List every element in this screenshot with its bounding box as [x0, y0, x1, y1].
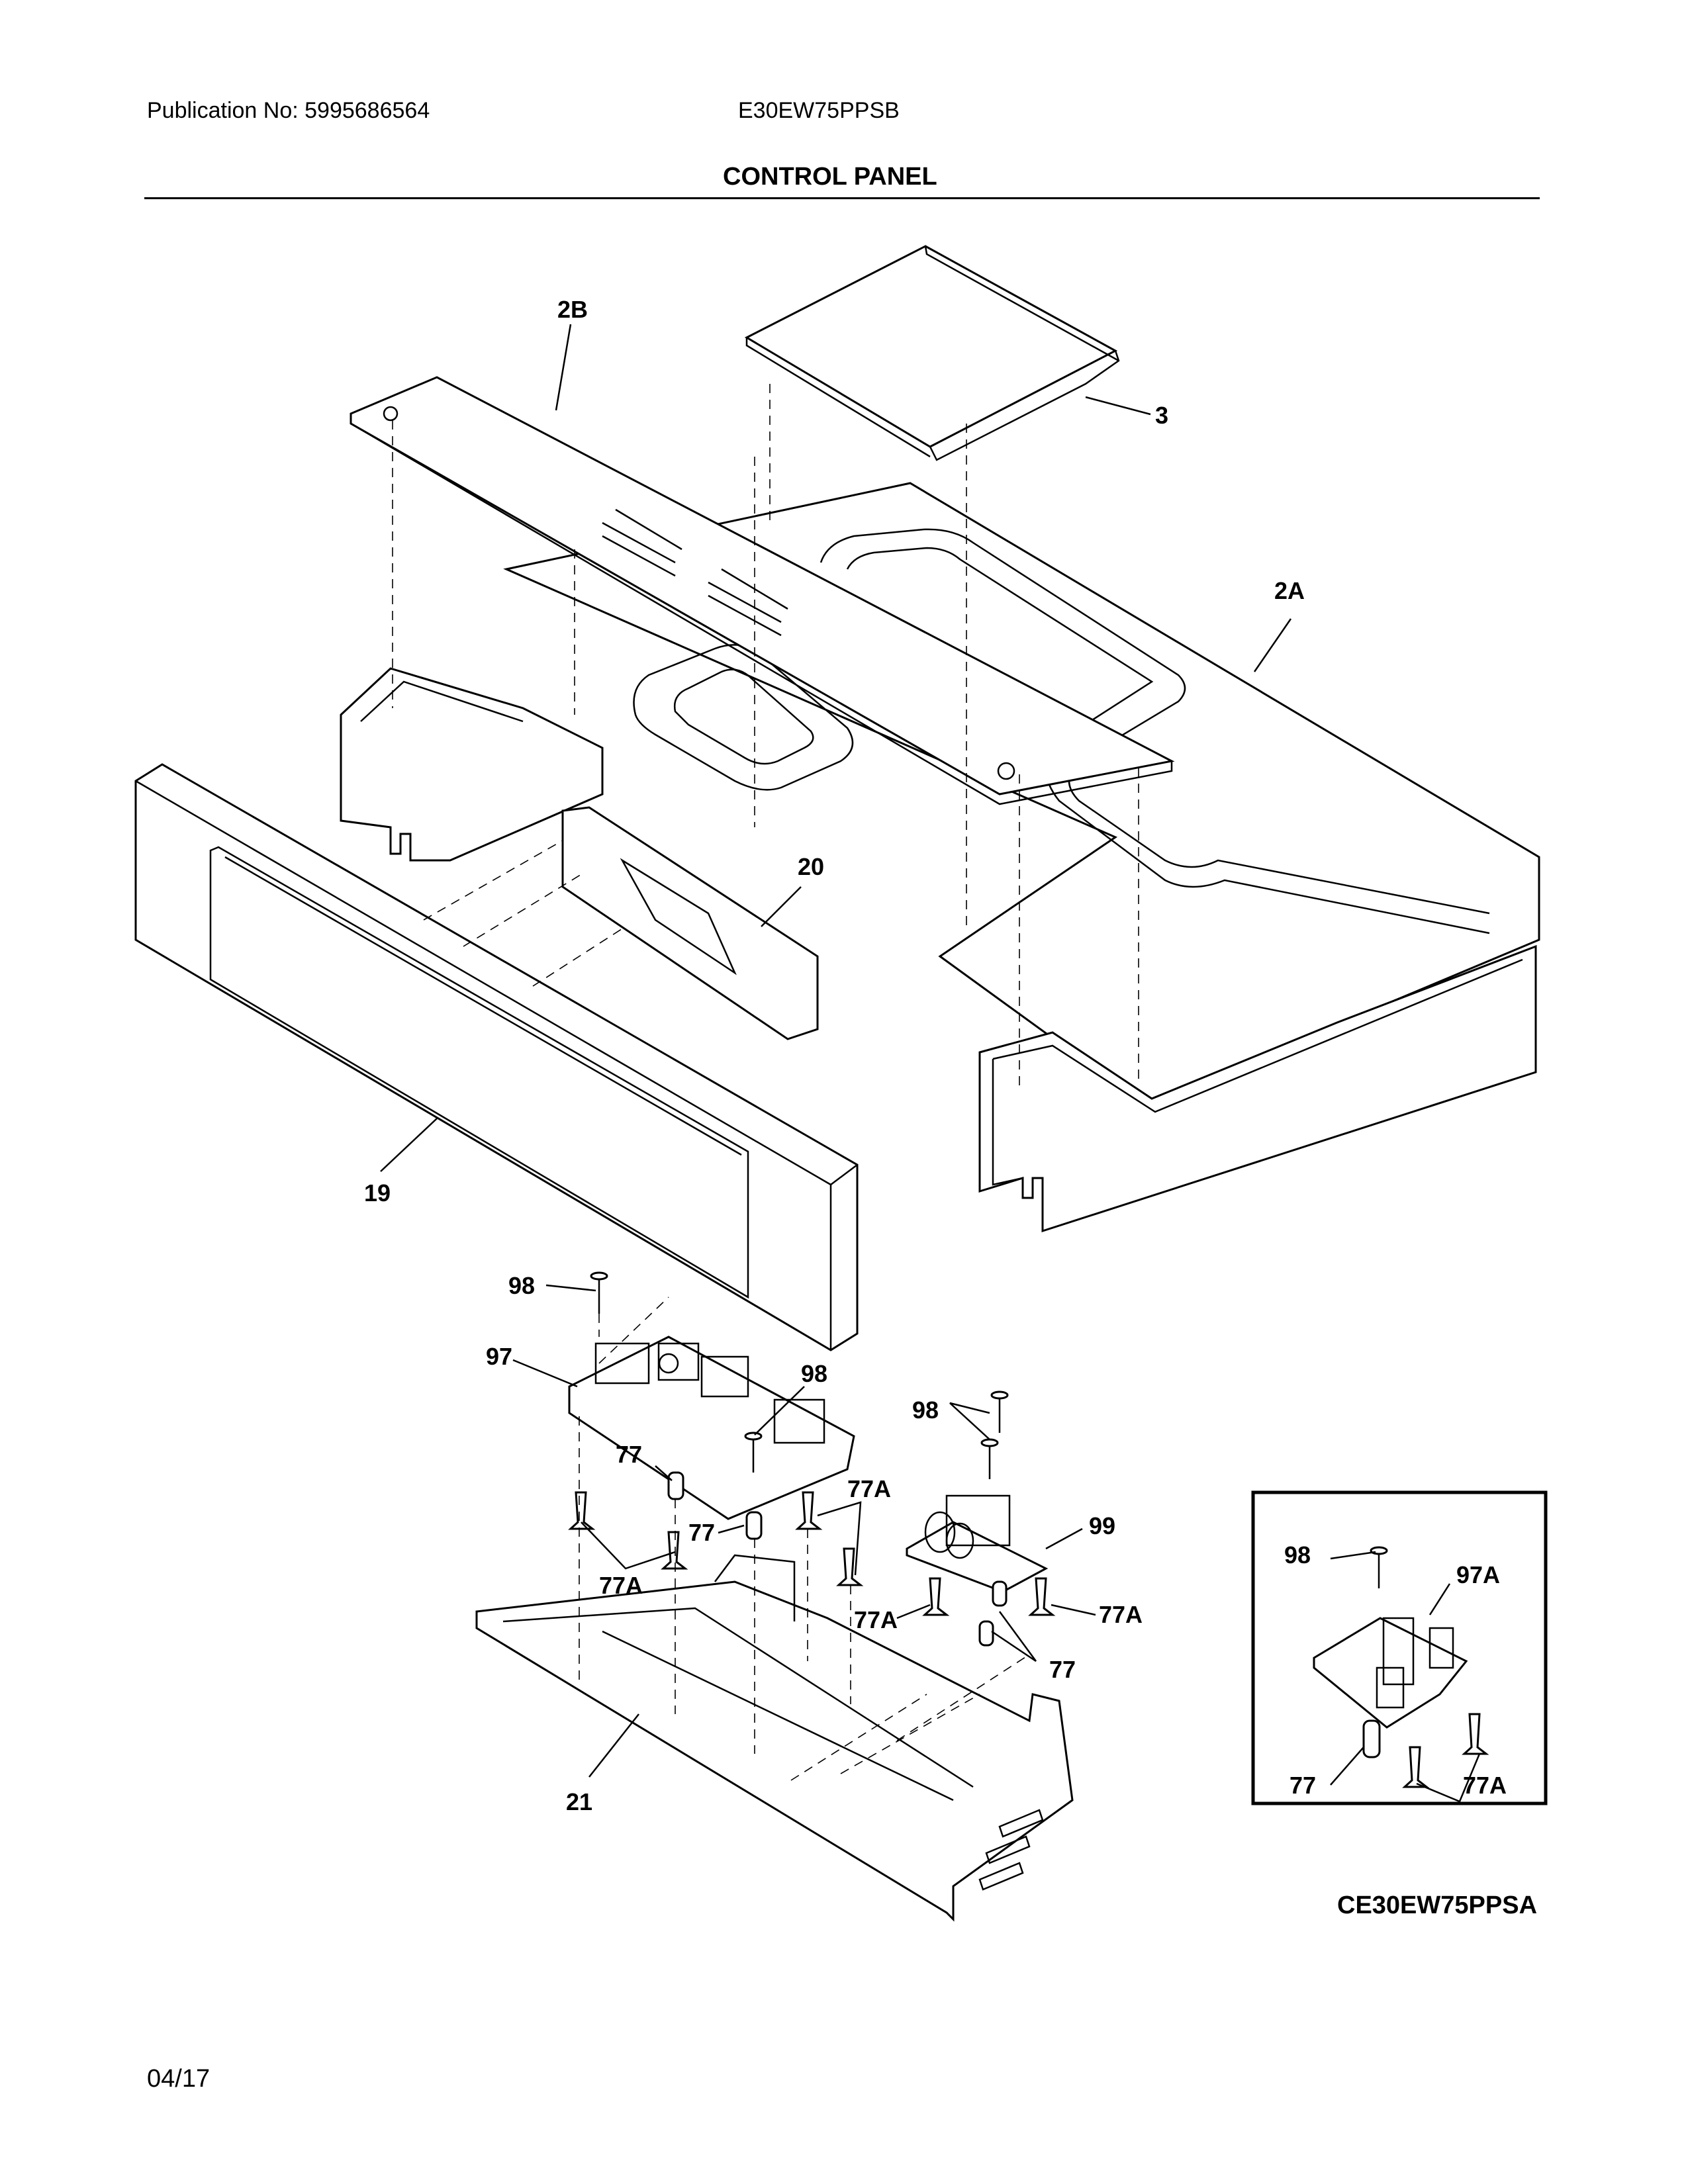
callout-99: 99 — [1089, 1512, 1115, 1539]
part-99-transformer-board — [906, 1494, 1049, 1593]
callout-2A: 2A — [1274, 577, 1305, 604]
callout-3: 3 — [1155, 402, 1168, 429]
callout-2B: 2B — [557, 296, 588, 323]
callout-98-pair: 98 — [912, 1396, 939, 1424]
callout-77A-board: 77A — [854, 1606, 898, 1633]
leader-lines — [380, 324, 1292, 1778]
callout-97: 97 — [486, 1343, 512, 1370]
model-number: E30EW75PPSB — [738, 98, 900, 123]
header-rule — [144, 197, 1540, 199]
part-3-cover — [744, 245, 1120, 461]
callout-19: 19 — [364, 1179, 391, 1206]
publication-number: Publication No: 5995686564 — [147, 98, 430, 123]
callout-77A-left: 77A — [599, 1572, 643, 1599]
inset-callout-77: 77 — [1289, 1772, 1316, 1799]
callout-77-lower: 77 — [1049, 1656, 1076, 1683]
part-2B-channel — [340, 376, 1175, 862]
callout-77A-far: 77A — [1099, 1601, 1143, 1628]
callout-20: 20 — [798, 853, 824, 880]
callout-21: 21 — [566, 1788, 592, 1815]
part-97-relay-board — [568, 1336, 855, 1520]
callout-77-upper: 77 — [616, 1441, 642, 1468]
inset-callout-77A: 77A — [1463, 1772, 1507, 1799]
diagram-code: CE30EW75PPSA — [1337, 1891, 1538, 1919]
assembly-dashed-lines — [392, 384, 1139, 1781]
inset-callout-98: 98 — [1284, 1541, 1311, 1569]
section-title: CONTROL PANEL — [723, 163, 937, 191]
callout-77-middle: 77 — [688, 1519, 715, 1546]
part-19-fascia — [134, 763, 859, 1351]
publication-date: 04/17 — [147, 2065, 211, 2093]
part-21-tray — [475, 1554, 1074, 1922]
callout-98-board-screw: 98 — [801, 1360, 827, 1387]
callout-98-screw: 98 — [508, 1272, 535, 1299]
callout-labels: 2B 3 2A 20 19 98 97 98 98 77 77 77A 77A … — [364, 296, 1507, 1815]
fasteners — [568, 1271, 1056, 1647]
inset-callout-97A: 97A — [1456, 1561, 1500, 1588]
callout-77A-right: 77A — [847, 1475, 891, 1502]
inset-alternate-board — [1251, 1490, 1548, 1805]
